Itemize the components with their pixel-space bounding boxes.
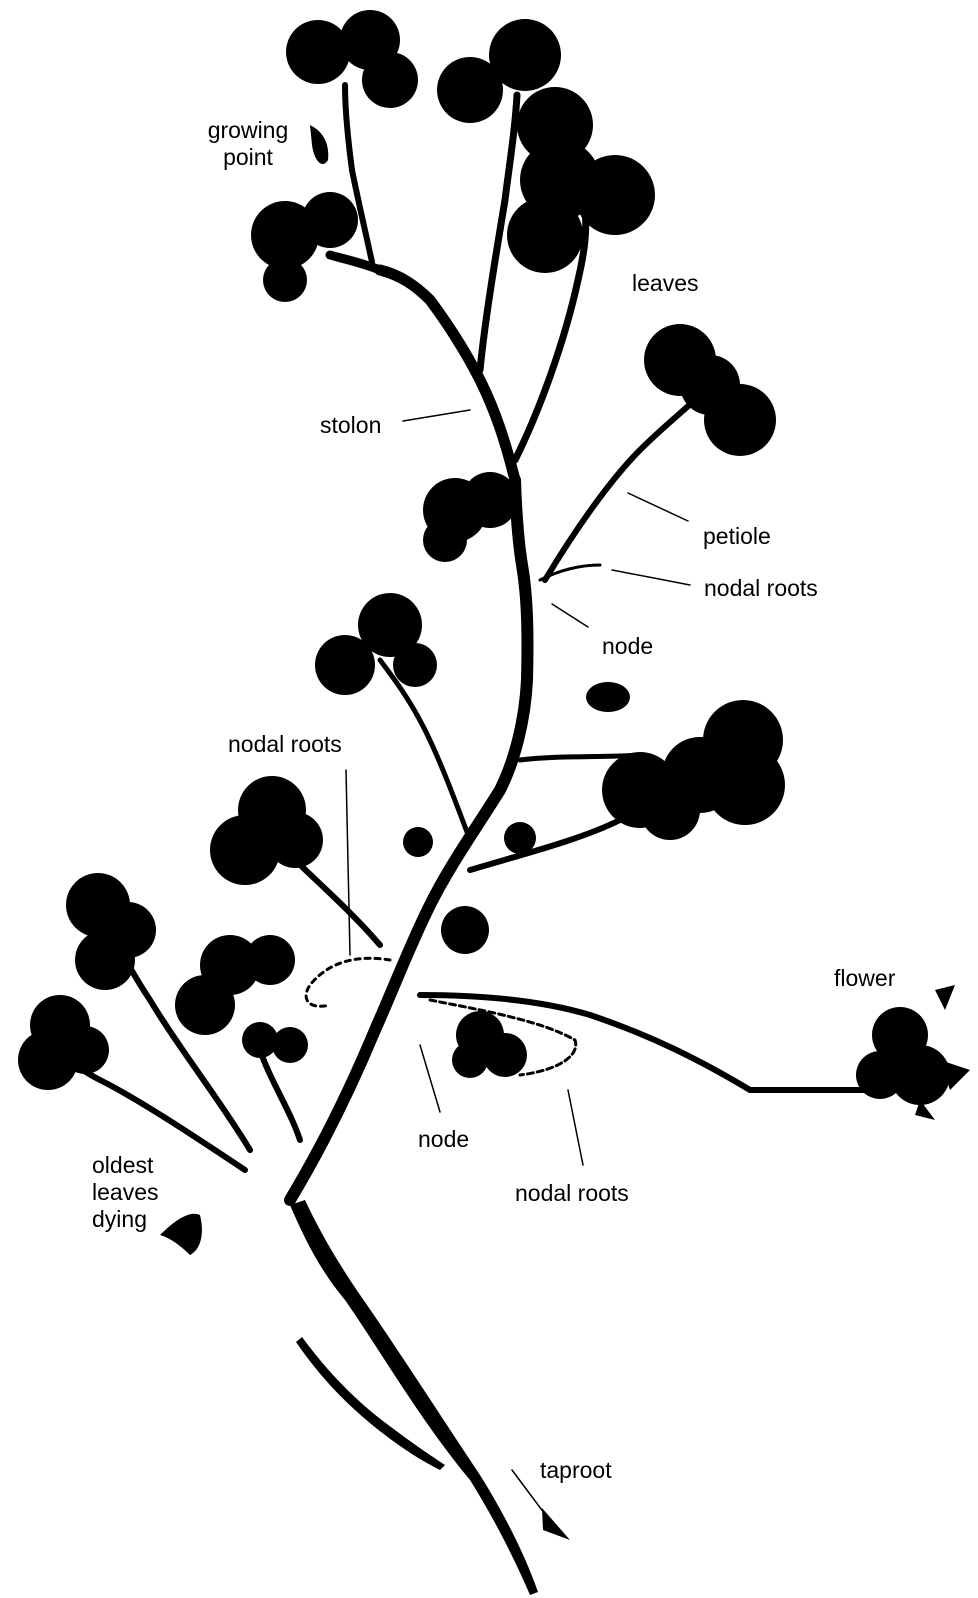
label-leaves: leaves: [632, 270, 698, 297]
label-nodal-roots-lower: nodal roots: [515, 1180, 629, 1207]
petiole-right: [545, 395, 700, 580]
leader-nodal-roots-lower: [568, 1090, 583, 1165]
petiole-lower-mid: [260, 1050, 300, 1140]
label-nodal-roots-upper: nodal roots: [704, 575, 818, 602]
label-growing-point-line2: point: [200, 144, 296, 171]
leaf-mid-node: [423, 472, 518, 562]
label-flower: flower: [834, 965, 895, 992]
leaf-small-bud: [586, 682, 630, 712]
leader-nodal-roots-upper: [612, 570, 690, 585]
leaf-growing-point: [251, 192, 358, 302]
leaf-left-stacked: [175, 935, 308, 1063]
label-growing-point-line1: growing: [200, 117, 296, 144]
leaf-top-left: [286, 10, 418, 108]
leader-stolon: [403, 410, 470, 421]
taproot-arrowhead: [542, 1508, 570, 1540]
leaf-big-right: [602, 700, 785, 840]
leader-node-upper: [552, 604, 588, 627]
label-node-upper: node: [602, 633, 653, 660]
label-oldest-line3: dying: [92, 1206, 158, 1233]
leaf-far-left: [66, 873, 156, 990]
label-node-lower: node: [418, 1126, 469, 1153]
label-nodal-roots-middle: nodal roots: [228, 731, 342, 758]
leaf-mid-left: [315, 593, 437, 695]
label-stolon: stolon: [320, 412, 381, 439]
flower-head: [856, 985, 970, 1120]
leaf-right: [644, 324, 776, 456]
upper-stolon: [380, 270, 515, 480]
label-taproot: taproot: [540, 1457, 612, 1484]
nodal-root-3: [306, 958, 390, 1006]
leaf-bud: [310, 125, 328, 164]
leaf-dying: [160, 1214, 202, 1255]
petiole-left-upper: [380, 660, 470, 840]
label-growing-point: growing point: [200, 117, 296, 171]
leader-node-lower: [420, 1045, 440, 1112]
label-oldest-line1: oldest: [92, 1152, 158, 1179]
leaf-lower-center: [452, 1011, 527, 1078]
leader-nodal-roots-middle: [346, 770, 350, 955]
label-petiole: petiole: [703, 523, 771, 550]
label-oldest-line2: leaves: [92, 1179, 158, 1206]
label-oldest-leaves-dying: oldest leaves dying: [92, 1152, 158, 1233]
leader-petiole: [628, 493, 688, 521]
taproot: [290, 1200, 538, 1595]
